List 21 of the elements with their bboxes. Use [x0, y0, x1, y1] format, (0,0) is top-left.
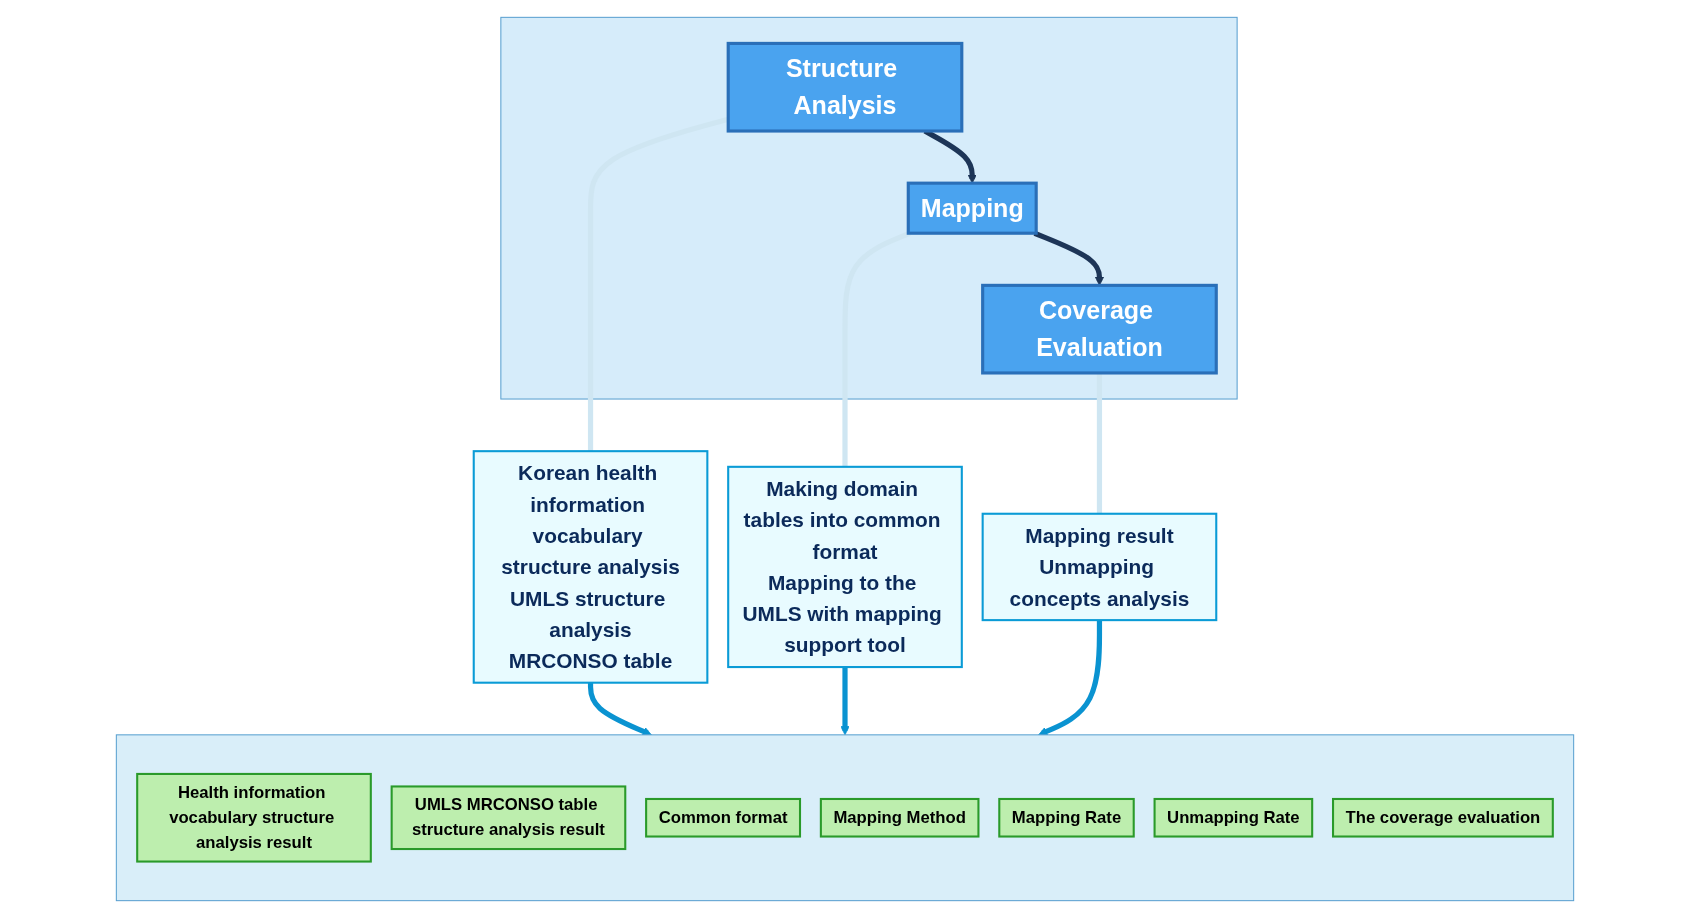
arrow	[840, 667, 850, 736]
node-box: Mapping	[906, 181, 1038, 235]
connector	[1096, 372, 1103, 514]
node-box: Mapping Method	[819, 797, 980, 838]
node-box: Unmapping Rate	[1153, 797, 1314, 838]
node-box: Structure Analysis	[726, 41, 964, 133]
cluster	[115, 734, 1575, 902]
node-box: Coverage Evaluation	[981, 283, 1218, 375]
arrow	[1038, 620, 1103, 736]
node-box: Korean health information vocabulary structure analysis UMLS structure analysis MRCONSO table	[472, 450, 709, 684]
node-box: Making domain tables into common format Mapping to the UMLS with mapping support tool	[727, 465, 963, 669]
node-box: The coverage evaluation	[1332, 797, 1554, 838]
connector	[842, 230, 911, 467]
cluster	[500, 16, 1238, 400]
node-box: Health information vocabulary structure analysis result	[136, 772, 372, 863]
arrow	[1033, 230, 1105, 286]
node-box: Common format	[645, 797, 802, 838]
node-box: UMLS MRCONSO table structure analysis result	[390, 785, 627, 851]
node-box: Mapping result Unmapping concepts analysis	[981, 512, 1218, 622]
arrow	[587, 682, 652, 736]
node-box: Mapping Rate	[998, 797, 1135, 838]
